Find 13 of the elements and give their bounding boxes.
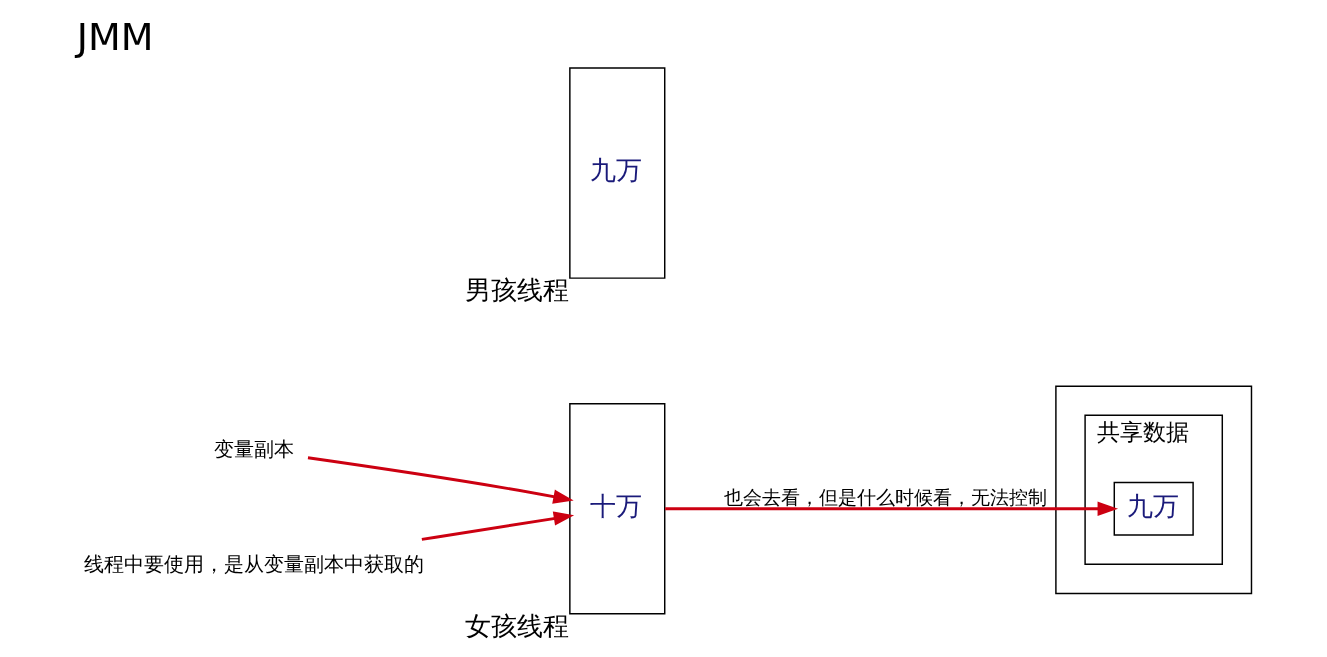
cluster <box>1054 385 1252 595</box>
node-box: 九万 <box>568 67 665 279</box>
node-label: 男孩线程 <box>464 275 569 306</box>
node-box: 十万 <box>568 402 665 615</box>
arrow <box>307 456 574 504</box>
edge-label: 也会去看，但是什么时候看，无法控制 <box>723 485 1047 508</box>
node-text: 线程中要使用，是从变量副本中获取的 <box>83 552 424 577</box>
diagram-title: JMM <box>76 15 154 60</box>
arrow <box>421 511 574 541</box>
node-text: 变量副本 <box>213 436 294 461</box>
node-box: 九万 <box>1113 481 1194 536</box>
node-label: 女孩线程 <box>464 610 569 641</box>
arrow <box>664 501 1118 516</box>
